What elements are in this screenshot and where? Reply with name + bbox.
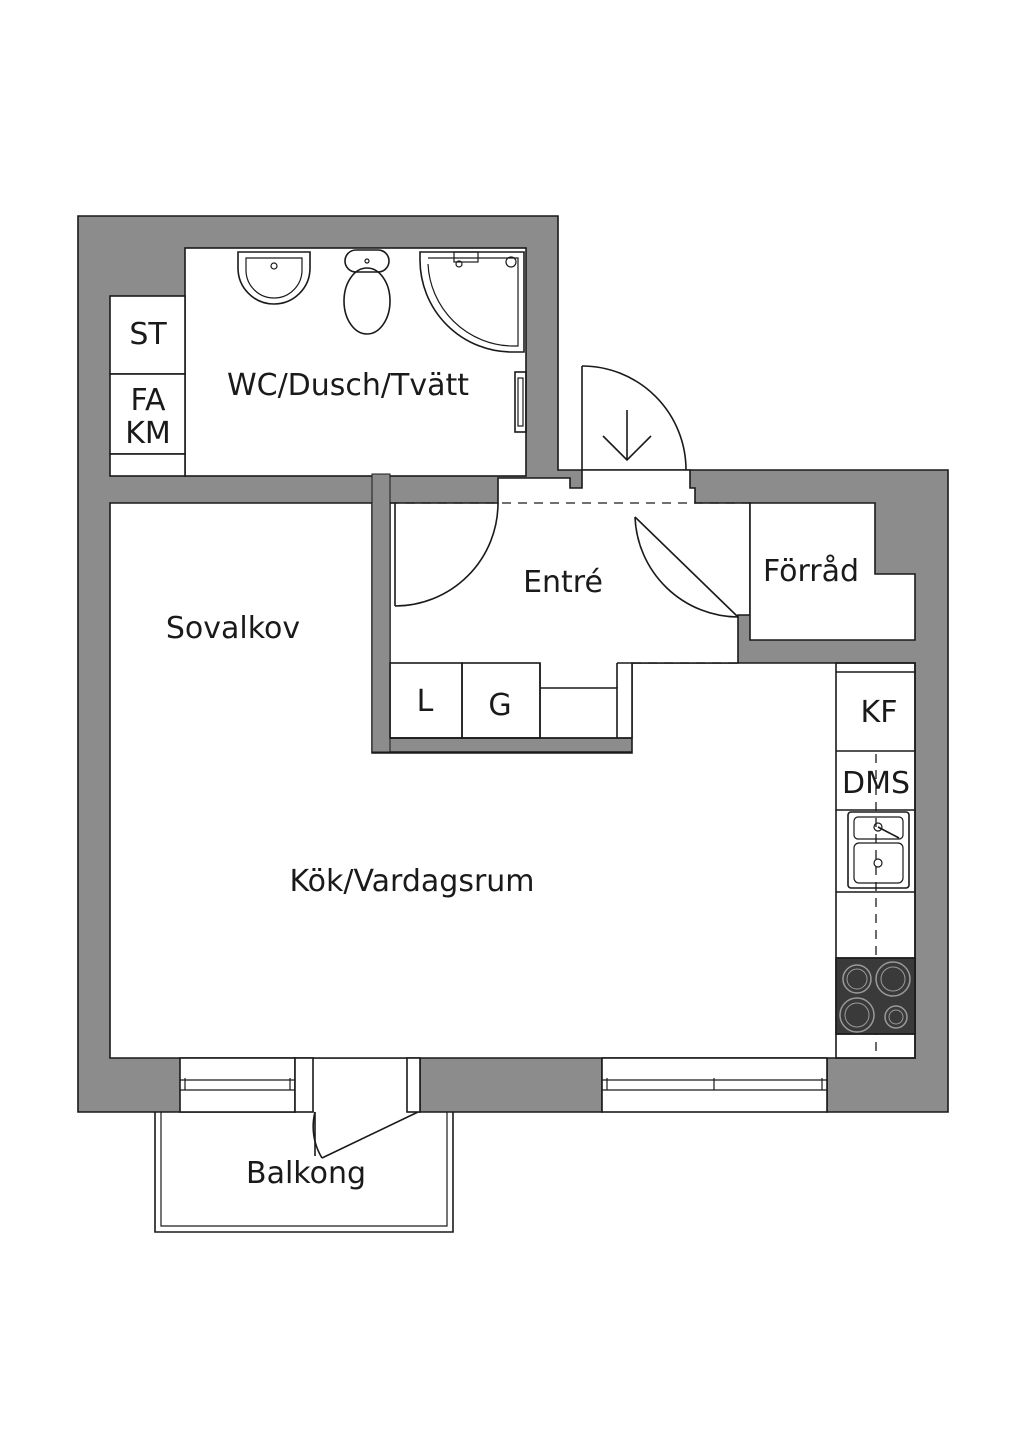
bathroom-floor	[184, 247, 527, 477]
thresholds	[390, 502, 877, 1058]
balcony	[154, 1112, 454, 1233]
room-label-forrad: Förråd	[763, 554, 859, 589]
bench-cabinets	[389, 662, 632, 739]
sink-icon	[237, 251, 311, 305]
doors	[312, 365, 739, 1159]
room-label-entre: Entré	[523, 565, 603, 600]
room-label-wc: WC/Dusch/Tvätt	[227, 368, 469, 403]
toilet-icon	[343, 249, 391, 335]
room-label-kok: Kök/Vardagsrum	[289, 864, 534, 899]
shower-icon	[419, 251, 525, 353]
closet-bottom	[109, 453, 186, 477]
partition-wall	[371, 473, 391, 753]
bathroom-fixtures	[237, 249, 527, 433]
fixture-label-g: G	[488, 688, 511, 723]
fixture-label-l: L	[417, 684, 434, 719]
fixture-label-km: KM	[125, 416, 171, 451]
room-label-sovalkov: Sovalkov	[166, 611, 300, 646]
room-label-balkong: Balkong	[246, 1156, 366, 1191]
fixture-label-fa: FA	[130, 383, 166, 418]
closet-st	[109, 295, 186, 375]
stove-icon	[835, 957, 916, 1035]
kitchen-sink-icon	[847, 811, 910, 889]
closet-fakm	[109, 373, 186, 455]
forrad-floor	[749, 502, 916, 641]
shelf-icon	[514, 371, 527, 433]
entry-arrow-icon	[602, 410, 652, 462]
kitchen-counter	[835, 662, 916, 1059]
fixture-label-dms: DMS	[842, 766, 910, 801]
labels: WC/Dusch/Tvätt Entré Förråd Sovalkov Kök…	[125, 317, 910, 1191]
fixture-label-st: ST	[129, 317, 167, 352]
windows	[179, 1057, 828, 1113]
fixture-label-kf: KF	[861, 695, 898, 730]
